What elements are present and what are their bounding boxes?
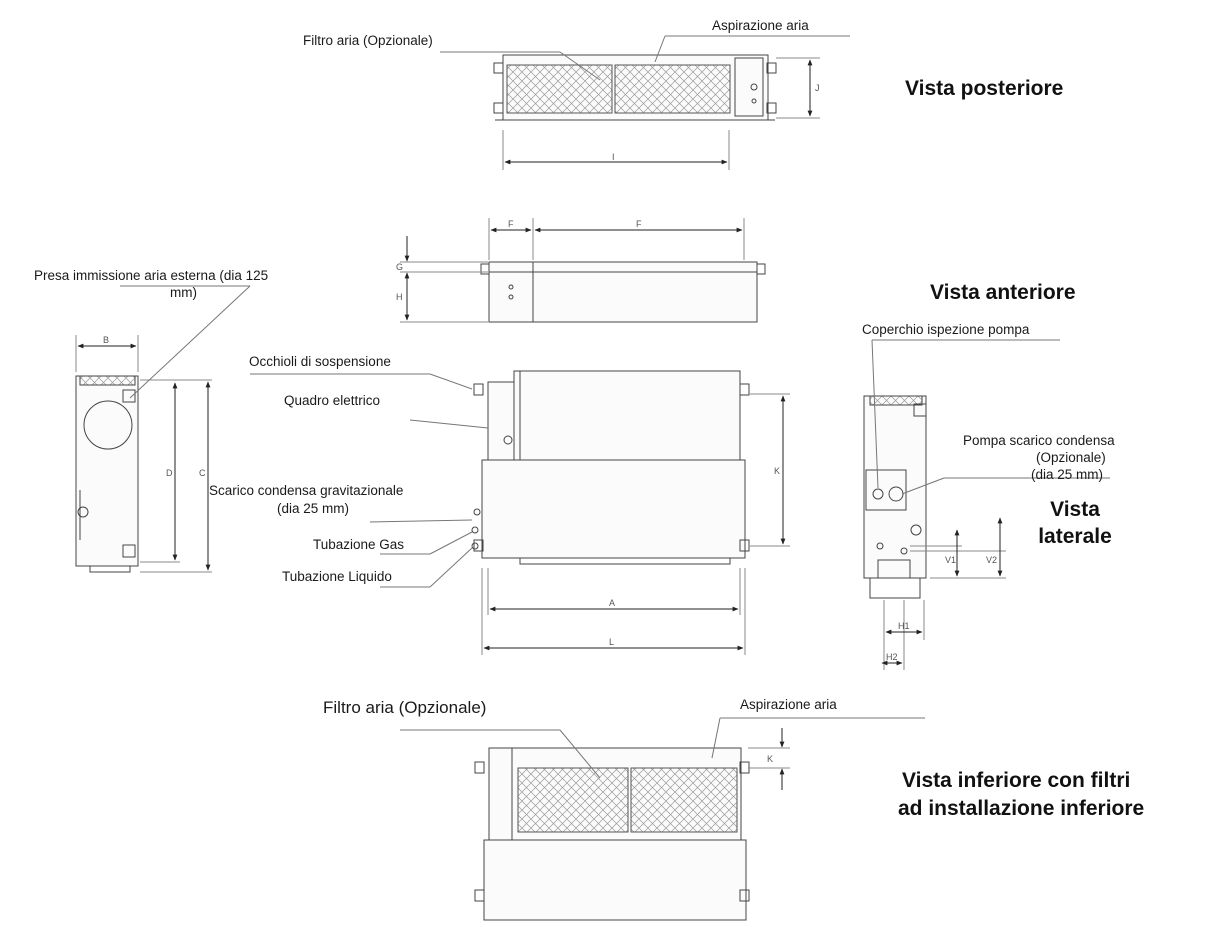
dim-left-inner-h: D <box>166 468 173 478</box>
rear-view-title: Vista posteriore <box>905 77 1064 100</box>
left-view <box>75 285 251 573</box>
dim-side-h1: H1 <box>898 621 910 631</box>
front-unit-body <box>488 261 758 323</box>
filter-bottom-label: Filtro aria (Opzionale) <box>323 698 487 717</box>
side-view-title-line2: laterale <box>1038 525 1112 548</box>
side-top-cap <box>869 395 923 406</box>
gravity-drain-label-line1: Scarico condensa gravitazionale <box>209 483 404 498</box>
side-view <box>863 339 1110 670</box>
front-view <box>400 218 766 323</box>
dim-bottom-h: K <box>767 754 774 764</box>
pump-drain-label-line3: (dia 25 mm) <box>1031 467 1104 482</box>
dim-side-h2: H2 <box>886 652 898 662</box>
rear-filter-right <box>614 64 731 114</box>
bottom-lower-box <box>483 839 747 921</box>
dim-left-width: B <box>103 335 110 345</box>
drain-leader <box>369 519 473 523</box>
dim-main-right-h: K <box>774 466 781 476</box>
dim-rear-width: I <box>612 152 615 162</box>
pump-drain-label-line2: (Opzionale) <box>1036 450 1106 465</box>
electrical-panel-label: Quadro elettrico <box>284 393 381 408</box>
fresh-air-intake <box>83 400 133 450</box>
dim-rear-height: J <box>815 83 820 93</box>
bottom-view-title-line1: Vista inferiore con filtri <box>902 769 1131 792</box>
air-intake-bottom-label: Aspirazione aria <box>740 697 837 712</box>
left-unit-body <box>75 375 139 567</box>
dim-main-inner-w: A <box>609 598 616 608</box>
fresh-air-label-line2: mm) <box>170 285 197 300</box>
dim-left-outer-h: C <box>199 468 206 478</box>
fresh-air-label-line1: Presa immissione aria esterna (dia 125 <box>34 268 269 283</box>
filter-top-label: Filtro aria (Opzionale) <box>303 33 433 48</box>
bottom-view-title-line2: ad installazione inferiore <box>898 797 1145 820</box>
bottom-filter-left <box>517 767 629 833</box>
side-view-title-line1: Vista <box>1050 498 1100 521</box>
dim-side-v1: V1 <box>945 555 957 565</box>
rear-filter-left <box>506 64 613 114</box>
liquid-pipe-label: Tubazione Liquido <box>282 569 392 584</box>
main-electrical-box <box>487 381 515 461</box>
main-lower-box <box>481 459 746 559</box>
pump-drain-label-line1: Pompa scarico condensa <box>963 433 1115 448</box>
gravity-drain-label-line2: (dia 25 mm) <box>277 501 350 516</box>
gas-pipe-label: Tubazione Gas <box>313 537 405 552</box>
panel-leader <box>409 419 489 429</box>
dim-side-v2: V2 <box>986 555 998 565</box>
pump-cover-label: Coperchio ispezione pompa <box>862 322 1030 337</box>
dim-front-right: F <box>636 219 642 229</box>
main-view <box>250 370 790 655</box>
main-upper-box <box>513 370 741 461</box>
front-view-title: Vista anteriore <box>930 281 1076 304</box>
dim-front-left: F <box>508 219 514 229</box>
rear-view <box>440 35 850 170</box>
dim-front-h2: H <box>396 292 403 302</box>
dim-main-outer-w: L <box>609 637 615 647</box>
dim-front-h1: G <box>396 262 404 272</box>
air-intake-top-label: Aspirazione aria <box>712 18 809 33</box>
bottom-view <box>400 717 925 921</box>
left-top-cap <box>79 375 136 386</box>
bottom-filter-right <box>630 767 738 833</box>
rear-control-box <box>734 57 764 117</box>
hanging-eyelets-label: Occhioli di sospensione <box>249 354 391 369</box>
